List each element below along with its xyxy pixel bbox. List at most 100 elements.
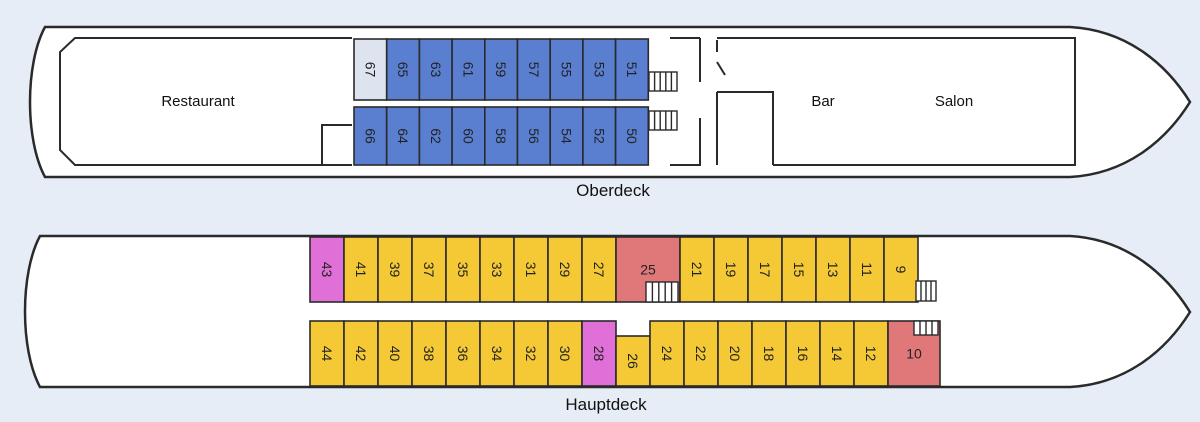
cabin-13[interactable]: 13	[815, 236, 851, 303]
cabin-18[interactable]: 18	[751, 320, 787, 387]
cabin-box[interactable]	[614, 38, 650, 101]
cabin-box[interactable]	[717, 320, 753, 387]
cabin-31[interactable]: 31	[513, 236, 549, 303]
cabin-number: 43	[319, 262, 335, 278]
cabin-26[interactable]: 26	[615, 335, 651, 387]
cabin-box[interactable]	[411, 320, 447, 387]
cabin-29[interactable]: 29	[547, 236, 583, 303]
cabin-box[interactable]	[445, 236, 481, 303]
cabin-35[interactable]: 35	[445, 236, 481, 303]
cabin-56[interactable]: 56	[516, 106, 552, 166]
cabin-66[interactable]: 66	[353, 106, 388, 166]
cabin-21[interactable]: 21	[679, 236, 715, 303]
cabin-42[interactable]: 42	[343, 320, 379, 387]
cabin-27[interactable]: 27	[581, 236, 617, 303]
cabin-number: 14	[829, 346, 845, 362]
cabin-box[interactable]	[781, 236, 817, 303]
cabin-box[interactable]	[549, 106, 584, 166]
cabin-32[interactable]: 32	[513, 320, 549, 387]
cabin-39[interactable]: 39	[377, 236, 413, 303]
cabin-50[interactable]: 50	[614, 106, 650, 166]
cabin-box[interactable]	[411, 236, 447, 303]
cabin-19[interactable]: 19	[713, 236, 749, 303]
cabin-12[interactable]: 12	[853, 320, 889, 387]
cabin-53[interactable]: 53	[582, 38, 617, 101]
cabin-box[interactable]	[883, 236, 919, 303]
cabin-box[interactable]	[751, 320, 787, 387]
cabin-65[interactable]: 65	[385, 38, 421, 101]
cabin-number: 56	[526, 128, 542, 144]
cabin-40[interactable]: 40	[377, 320, 413, 387]
cabin-34[interactable]: 34	[479, 320, 515, 387]
oberdeck-stair-lower	[648, 110, 678, 131]
cabin-51[interactable]: 51	[614, 38, 650, 101]
cabin-33[interactable]: 33	[479, 236, 515, 303]
cabin-number: 12	[863, 346, 879, 362]
cabin-box[interactable]	[581, 236, 617, 303]
cabin-24[interactable]: 24	[649, 320, 685, 387]
cabin-57[interactable]: 57	[516, 38, 552, 101]
cabin-box[interactable]	[582, 106, 617, 166]
cabin-38[interactable]: 38	[411, 320, 447, 387]
cabin-58[interactable]: 58	[483, 106, 519, 166]
cabin-20[interactable]: 20	[717, 320, 753, 387]
cabin-59[interactable]: 59	[483, 38, 519, 101]
cabin-box[interactable]	[353, 106, 388, 166]
cabin-box[interactable]	[679, 236, 715, 303]
cabin-box[interactable]	[853, 320, 889, 387]
cabin-61[interactable]: 61	[451, 38, 486, 101]
cabin-14[interactable]: 14	[819, 320, 855, 387]
cabin-box[interactable]	[385, 106, 421, 166]
cabin-28[interactable]: 28	[581, 320, 617, 387]
cabin-number: 38	[421, 346, 437, 362]
cabin-37[interactable]: 37	[411, 236, 447, 303]
cabin-box[interactable]	[377, 320, 413, 387]
cabin-41[interactable]: 41	[343, 236, 379, 303]
cabin-number: 27	[591, 262, 607, 278]
cabin-box[interactable]	[343, 236, 379, 303]
cabin-43[interactable]: 43	[309, 236, 345, 303]
cabin-box[interactable]	[451, 38, 486, 101]
cabin-box[interactable]	[785, 320, 821, 387]
cabin-54[interactable]: 54	[549, 106, 584, 166]
cabin-11[interactable]: 11	[849, 236, 885, 303]
cabin-box[interactable]	[445, 320, 481, 387]
cabin-16[interactable]: 16	[785, 320, 821, 387]
cabin-box[interactable]	[479, 320, 515, 387]
cabin-box[interactable]	[582, 38, 617, 101]
cabin-box[interactable]	[547, 236, 583, 303]
cabin-36[interactable]: 36	[445, 320, 481, 387]
cabin-64[interactable]: 64	[385, 106, 421, 166]
cabin-box[interactable]	[713, 236, 749, 303]
cabin-52[interactable]: 52	[582, 106, 617, 166]
cabin-17[interactable]: 17	[747, 236, 783, 303]
cabin-44[interactable]: 44	[309, 320, 345, 387]
cabin-30[interactable]: 30	[547, 320, 583, 387]
cabin-22[interactable]: 22	[683, 320, 719, 387]
cabin-67[interactable]: 67	[353, 38, 388, 101]
cabin-55[interactable]: 55	[549, 38, 584, 101]
cabin-box[interactable]	[649, 320, 685, 387]
cabin-box[interactable]	[343, 320, 379, 387]
cabin-number: 54	[559, 128, 575, 144]
hauptdeck-label: Hauptdeck	[565, 395, 647, 414]
cabin-15[interactable]: 15	[781, 236, 817, 303]
cabin-box[interactable]	[614, 106, 650, 166]
salon-label: Salon	[935, 93, 973, 110]
cabin-box[interactable]	[353, 38, 388, 101]
cabin-9[interactable]: 9	[883, 236, 919, 303]
cabin-box[interactable]	[309, 320, 345, 387]
cabin-box[interactable]	[513, 236, 549, 303]
cabin-number: 61	[460, 62, 476, 78]
cabin-60[interactable]: 60	[451, 106, 486, 166]
cabin-number: 29	[557, 262, 573, 278]
cabin-62[interactable]: 62	[418, 106, 453, 166]
oberdeck-stair-upper	[648, 71, 678, 92]
cabin-box[interactable]	[615, 335, 651, 387]
cabin-box[interactable]	[819, 320, 855, 387]
cabin-box[interactable]	[385, 38, 421, 101]
bar-door-line	[716, 40, 726, 165]
cabin-63[interactable]: 63	[418, 38, 453, 101]
